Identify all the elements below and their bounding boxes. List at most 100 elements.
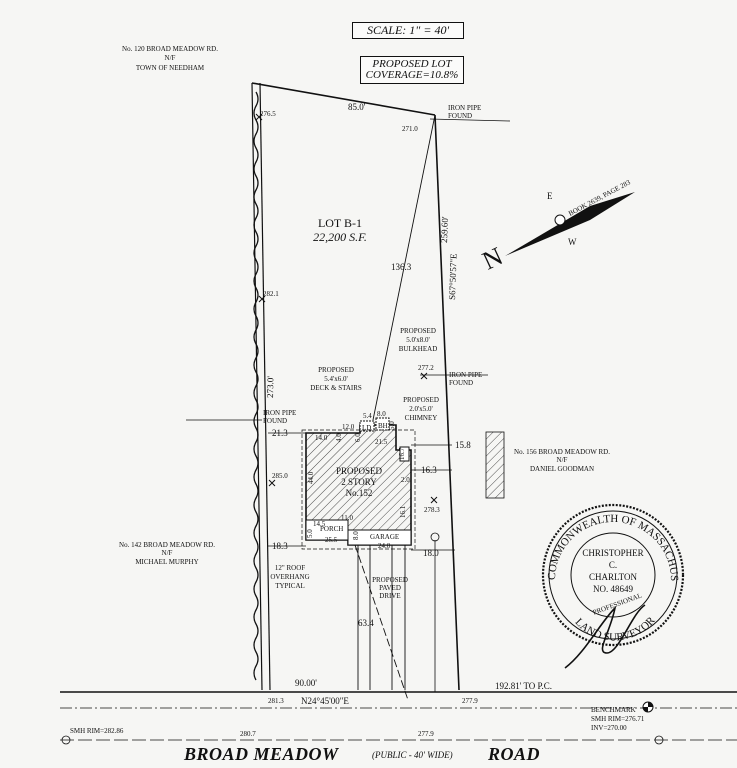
- paved-drive: [354, 544, 409, 701]
- elev-w-house: 285.0: [272, 472, 288, 480]
- lot-name: LOT B-1: [318, 216, 362, 230]
- dim-145: 14.5: [313, 520, 326, 528]
- bearing-east: S67°50'57"E: [447, 253, 459, 300]
- front-setback: 63.4: [358, 618, 374, 628]
- compass-e: E: [547, 191, 553, 201]
- dim-5b: 5.0: [306, 529, 314, 538]
- benchmark-line2: SMH RIM=276.71: [591, 715, 645, 723]
- abutter-east-line2: N/F: [557, 456, 568, 464]
- abutter-east: No. 156 BROAD MEADOW RD. N/F DANIEL GOOD…: [514, 448, 610, 473]
- iron-pipe-e-1: IRON PIPE: [449, 371, 482, 379]
- abutter-west-line1: No. 142 BROAD MEADOW RD.: [119, 541, 215, 549]
- overhang-2: OVERHANG: [270, 573, 309, 581]
- bulkhead-1: PROPOSED: [400, 327, 436, 335]
- dim-diagonal: 136.3: [391, 262, 412, 272]
- smh-west: SMH RIM=282.86: [70, 727, 124, 735]
- seal-name3: CHARLTON: [589, 572, 638, 582]
- setback-e-mid: 16.3: [421, 465, 437, 475]
- house-line1: PROPOSED: [336, 466, 383, 476]
- iron-pipe-e-2: FOUND: [449, 379, 473, 387]
- lot-area: 22,200 S.F.: [313, 230, 367, 244]
- overhang-1: 12" ROOF: [275, 564, 305, 572]
- seal-number: NO. 48649: [593, 584, 633, 594]
- abutter-north-line2: N/F: [165, 54, 176, 62]
- chimney-3: CHIMNEY: [405, 414, 438, 422]
- abutter-west: No. 142 BROAD MEADOW RD. N/F MICHAEL MUR…: [119, 541, 215, 566]
- elevations: 276.5 271.0 282.1 277.2 285.0 278.3 281.…: [240, 110, 478, 738]
- elev-e-mid: 277.2: [418, 364, 434, 372]
- abutter-east-line3: DANIEL GOODMAN: [530, 465, 594, 473]
- overhang-3: TYPICAL: [275, 582, 305, 590]
- setback-lines: [268, 432, 455, 551]
- setback-w-bottom: 18.3: [272, 541, 288, 551]
- benchmark-marker: [642, 701, 654, 713]
- bearing-front: N24°45'00"E: [301, 696, 349, 706]
- road-name-left: BROAD MEADOW: [184, 744, 339, 764]
- coverage-line1: PROPOSED LOT: [372, 58, 452, 70]
- benchmark-text: BENCHMARK SMH RIM=276.71 INV=270.00: [591, 706, 645, 732]
- house-line2: 2 STORY: [341, 477, 377, 487]
- deck-1: PROPOSED: [318, 366, 354, 374]
- elev-se: 277.9: [462, 697, 478, 705]
- dim-167: 16.7: [398, 447, 406, 460]
- stone-wall: [253, 91, 259, 681]
- east-neighbor-building: [485, 431, 505, 499]
- elev-st-w: 280.7: [240, 730, 256, 738]
- dim-14: 14.0: [315, 434, 328, 442]
- ld-label: LD: [362, 424, 371, 432]
- street-lines: [60, 707, 737, 745]
- iron-pipe-ne-2: FOUND: [448, 112, 472, 120]
- porch-label: PORCH: [320, 525, 343, 533]
- north-letter: N: [478, 241, 507, 275]
- road-name-right: ROAD: [488, 744, 541, 764]
- dim-5: 5.0: [388, 421, 396, 430]
- drive-3: DRIVE: [379, 592, 400, 600]
- scale-box: SCALE: 1" = 40': [352, 22, 464, 39]
- dim-frontage: 90.00': [295, 678, 317, 688]
- scale-text: SCALE: 1" = 40': [366, 23, 450, 37]
- iron-pipe-w-2: FOUND: [263, 417, 287, 425]
- road-note: (PUBLIC - 40' WIDE): [372, 750, 453, 760]
- abutter-east-line1: No. 156 BROAD MEADOW RD.: [514, 448, 610, 456]
- dim-north-line: 85.0': [348, 102, 366, 112]
- utility-line: [430, 532, 440, 692]
- elev-e-house: 278.3: [424, 506, 440, 514]
- drive-1: PROPOSED: [372, 576, 408, 584]
- bh-label: BH: [378, 422, 388, 430]
- benchmark-line3: INV=270.00: [591, 724, 627, 732]
- dim-54: 5.4: [363, 412, 372, 420]
- elev-st-e: 277.9: [418, 730, 434, 738]
- setback-e-bottom: 18.0: [423, 548, 439, 558]
- dim-255: 25.5: [325, 536, 338, 544]
- abutter-north-line1: No. 120 BROAD MEADOW RD.: [122, 45, 218, 53]
- benchmark-line1: BENCHMARK: [591, 706, 636, 714]
- house-line3: No.152: [346, 488, 373, 498]
- surveyor-seal: COMMONWEALTH OF MASSACHUSETTS LAND SURVE…: [0, 0, 685, 669]
- chimney-1: PROPOSED: [403, 396, 439, 404]
- coverage-line2: COVERAGE=10.8%: [365, 69, 459, 81]
- seal-name2: C.: [609, 560, 617, 570]
- elev-w-mid: 282.1: [263, 290, 279, 298]
- elev-nw: 276.5: [260, 110, 276, 118]
- abutter-west-line2: N/F: [162, 549, 173, 557]
- dim-2: 2.0: [401, 476, 410, 484]
- dim-8: 8.0: [377, 410, 386, 418]
- coverage-box: PROPOSED LOT COVERAGE=10.8%: [360, 56, 464, 84]
- chimney-2: 2.0'x5.0': [409, 405, 433, 413]
- dim-12: 12.0: [342, 423, 355, 431]
- dim-6: 6.0: [354, 433, 362, 442]
- lot-boundary: [60, 82, 737, 693]
- elev-sw: 281.3: [268, 697, 284, 705]
- callout-labels: IRON PIPE FOUND IRON PIPE FOUND IRON PIP…: [263, 104, 482, 600]
- bulkhead-2: 5.0'x8.0': [406, 336, 430, 344]
- seal-name1: CHRISTOPHER: [582, 548, 643, 558]
- house-footprint: [301, 417, 416, 550]
- dim-4: 4.0: [335, 433, 343, 442]
- setback-w-top: 21.3: [272, 428, 288, 438]
- elev-ne: 271.0: [402, 125, 418, 133]
- spot-elevation-marks: [255, 113, 438, 504]
- dim-24: 24.0: [378, 542, 391, 550]
- setback-e-top: 15.8: [455, 440, 471, 450]
